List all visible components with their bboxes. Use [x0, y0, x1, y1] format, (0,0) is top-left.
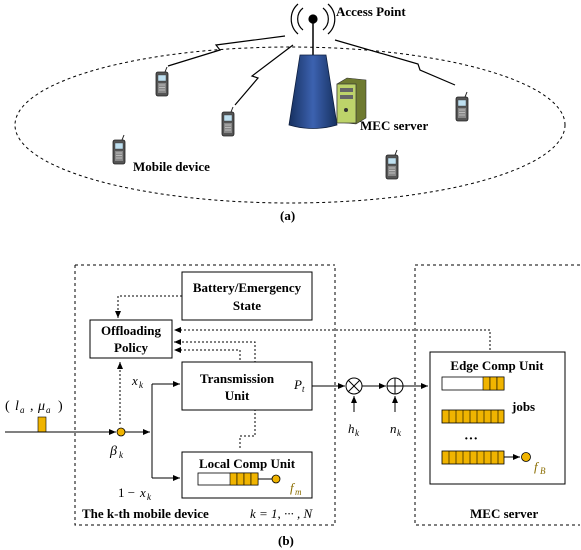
beta-sub: k: [119, 450, 124, 460]
mobile-device-icon: [221, 106, 235, 137]
caption-b: (b): [278, 533, 294, 548]
arrival-mu-sub: a: [46, 405, 51, 415]
channel-multiplier-icon: [345, 377, 363, 395]
mobile-device-icon: [155, 66, 169, 97]
mobile-device-label: Mobile device: [133, 159, 210, 174]
mec-server-icon: [336, 77, 367, 125]
f-m: f: [290, 480, 296, 495]
arrival-l: l: [15, 399, 19, 414]
beta: β: [109, 444, 117, 459]
arrival-l-sub: a: [20, 405, 25, 415]
x-k-sub: k: [139, 380, 144, 390]
one-minus-x: x: [139, 485, 146, 500]
n-k-sub: k: [397, 428, 402, 438]
arrival-mu: μ: [37, 399, 45, 414]
tx-label-line2: Unit: [225, 388, 250, 403]
antenna-signal-icon: [290, 3, 336, 55]
f-b: f: [534, 459, 540, 474]
arrival-open: (: [5, 399, 10, 414]
one-minus: 1 −: [118, 485, 135, 500]
coverage-ellipse: [14, 46, 566, 204]
edge-queue-1: [441, 376, 505, 391]
control-links: [115, 295, 491, 448]
edge-queue-2: [441, 409, 505, 424]
edge-unit-label: Edge Comp Unit: [450, 358, 544, 373]
one-minus-sub: k: [147, 492, 152, 502]
edge-queue-3: [441, 450, 531, 465]
mec-server-frame: [414, 264, 580, 526]
arrival-comma: ,: [30, 399, 34, 414]
mobile-device-icon: [455, 91, 469, 122]
panel-b: Battery/Emergency State Offloading Polic…: [5, 264, 580, 548]
arrival-close: ): [58, 399, 63, 414]
n-k: n: [390, 421, 397, 436]
pt-sub: t: [302, 384, 305, 394]
mobile-device-frame: [74, 265, 336, 526]
k-range: k = 1, ··· , N: [250, 506, 314, 521]
offload-label-line2: Policy: [114, 340, 148, 355]
x-k: x: [131, 373, 138, 388]
mec-server-label-a: MEC server: [360, 118, 428, 133]
battery-label-line1: Battery/Emergency: [193, 280, 302, 295]
h-k: h: [348, 421, 355, 436]
offloading-policy-box: [89, 319, 173, 359]
local-unit-label: Local Comp Unit: [199, 456, 296, 471]
f-m-sub: m: [295, 487, 302, 497]
local-queue: [197, 472, 281, 486]
h-k-sub: k: [355, 428, 360, 438]
tx-label-line1: Transmission: [200, 371, 275, 386]
base-station-tower-icon: [288, 54, 338, 129]
wireless-links: [167, 35, 456, 106]
f-b-sub: B: [540, 466, 546, 476]
splitter-node: [116, 427, 126, 437]
caption-a: (a): [280, 208, 295, 223]
jobs-label: jobs: [511, 399, 535, 414]
access-point-label: Access Point: [336, 4, 406, 19]
mec-server-label-b: MEC server: [470, 506, 538, 521]
arrival-task-icon: [37, 416, 47, 433]
battery-label-line2: State: [233, 298, 261, 313]
panel-a: Access Point MEC server Mobile device (a…: [14, 3, 566, 223]
pt: P: [293, 377, 302, 392]
edge-dots: ···: [464, 432, 478, 447]
noise-adder-icon: [386, 377, 404, 395]
mobile-device-icon: [385, 149, 399, 180]
offload-label-line1: Offloading: [101, 323, 161, 338]
mobile-device-icon: [112, 134, 126, 165]
device-title: The k-th mobile device: [82, 506, 209, 521]
